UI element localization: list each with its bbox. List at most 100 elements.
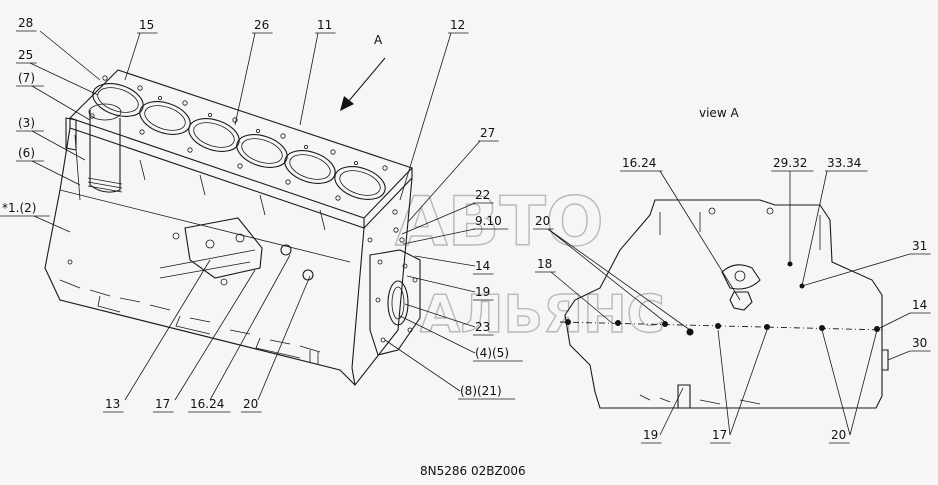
callout-leader (887, 350, 911, 361)
callout-leader (31, 85, 91, 121)
view-a-bolts (565, 261, 880, 336)
callout-label: 11 (317, 18, 332, 32)
callout-label: 14 (475, 259, 490, 273)
cylinder-liner (65, 103, 123, 193)
callout-leader (124, 259, 211, 401)
arrow-a-label: A (374, 33, 383, 47)
callout-c12: 12 (399, 18, 469, 201)
callout-leader (550, 271, 613, 324)
callout-leader (234, 32, 256, 126)
callout-c25: 25 (16, 48, 99, 96)
callout-c19b: 19 (641, 387, 684, 444)
callout-label: 20 (831, 428, 846, 442)
callout-c910: 9.10 (402, 214, 509, 245)
callout-leader (399, 32, 452, 201)
callout-leader (399, 315, 476, 354)
callout-c6: (6) (16, 146, 81, 186)
front-plate (367, 209, 421, 356)
callout-c14a: 14 (414, 255, 494, 275)
callout-leader (384, 339, 461, 392)
head-bolt-holes (89, 75, 388, 201)
callout-leader (401, 202, 476, 235)
callout-leader (31, 130, 86, 161)
callout-leader (406, 275, 476, 293)
callout-layer: 28 15 26 11 12 25(7) (3) (6) *1.(2) 27 22 9.10 14 19 2… (0, 16, 931, 444)
callout-label: 15 (139, 18, 154, 32)
callout-leader (801, 170, 828, 287)
callout-leader (31, 160, 81, 186)
watermark-line2: АЛЬЯНС (420, 285, 665, 345)
callout-leader (29, 62, 99, 96)
callout-c7: (7) (16, 71, 91, 121)
callout-label: (3) (18, 116, 35, 130)
callout-leader (821, 329, 851, 436)
callout-c45: (4)(5) (399, 315, 523, 362)
callout-label: 12 (450, 18, 465, 32)
callout-c20b: 20 (533, 214, 666, 323)
callout-label: 22 (475, 188, 490, 202)
callout-c3334: 33.34 (801, 156, 868, 287)
watermark: АВТО АЛЬЯНС (394, 182, 665, 345)
callout-c22: 22 (401, 188, 494, 235)
callout-label: 19 (643, 428, 658, 442)
callout-label: 17 (712, 428, 727, 442)
callout-c27: 27 (407, 126, 499, 223)
callout-label: (7) (18, 71, 35, 85)
callout-label: 18 (537, 257, 552, 271)
callout-c19a: 19 (406, 275, 494, 301)
callout-leader (879, 312, 911, 329)
callout-label: 31 (912, 239, 927, 253)
callout-leader (414, 255, 476, 267)
callout-c17b: 17 (710, 329, 731, 444)
callout-label: (8)(21) (460, 384, 502, 398)
callout-label: 20 (535, 214, 550, 228)
callout-leader (717, 329, 731, 436)
callout-leader (801, 253, 911, 287)
callout-c1624a: 16.24 (188, 254, 291, 413)
callout-c15: 15 (124, 18, 158, 81)
callout-label: 14 (912, 298, 927, 312)
callout-leader (257, 275, 311, 401)
callout-label: 20 (243, 397, 258, 411)
callout-c31: 31 (801, 239, 931, 287)
callout-label: 29.32 (773, 156, 807, 170)
callout-leader-extra (547, 228, 691, 331)
callout-label: 30 (912, 336, 927, 350)
callout-c821: (8)(21) (384, 339, 516, 400)
callout-leader (547, 228, 666, 323)
callout-leader (659, 170, 741, 301)
callout-c1624b: 16.24 (620, 156, 741, 301)
callout-label: 17 (155, 397, 170, 411)
callout-leader (124, 32, 141, 81)
callout-label: 27 (480, 126, 495, 140)
callout-label: 33.34 (827, 156, 861, 170)
callout-label: 26 (254, 18, 269, 32)
callout-label: 19 (475, 285, 490, 299)
callout-label: 28 (18, 16, 33, 30)
callout-c26: 26 (234, 18, 273, 126)
callout-c1: *1.(2) (0, 201, 71, 233)
callout-c11: 11 (299, 18, 336, 126)
callout-leader (659, 387, 684, 436)
callout-label: *1.(2) (2, 201, 36, 215)
callout-label: 16.24 (190, 397, 224, 411)
callout-leader (404, 303, 476, 328)
callout-leader-extra (849, 329, 878, 436)
callout-leader (402, 228, 476, 245)
callout-leader (299, 32, 319, 126)
callout-label: 13 (105, 397, 120, 411)
side-bracket (67, 217, 314, 286)
callout-c28: 28 (16, 16, 101, 81)
view-a-label: view A (699, 106, 739, 120)
drawing-number-caption: 8N5286 02BZ006 (420, 464, 526, 478)
callout-label: (4)(5) (475, 346, 509, 360)
callout-c3: (3) (16, 116, 86, 161)
callout-c17a: 17 (153, 269, 256, 413)
callout-leader (33, 215, 71, 233)
callout-leader (174, 269, 256, 401)
cylinder-bores (92, 83, 386, 200)
callout-label: 16.24 (622, 156, 656, 170)
callout-c18: 18 (535, 257, 613, 324)
